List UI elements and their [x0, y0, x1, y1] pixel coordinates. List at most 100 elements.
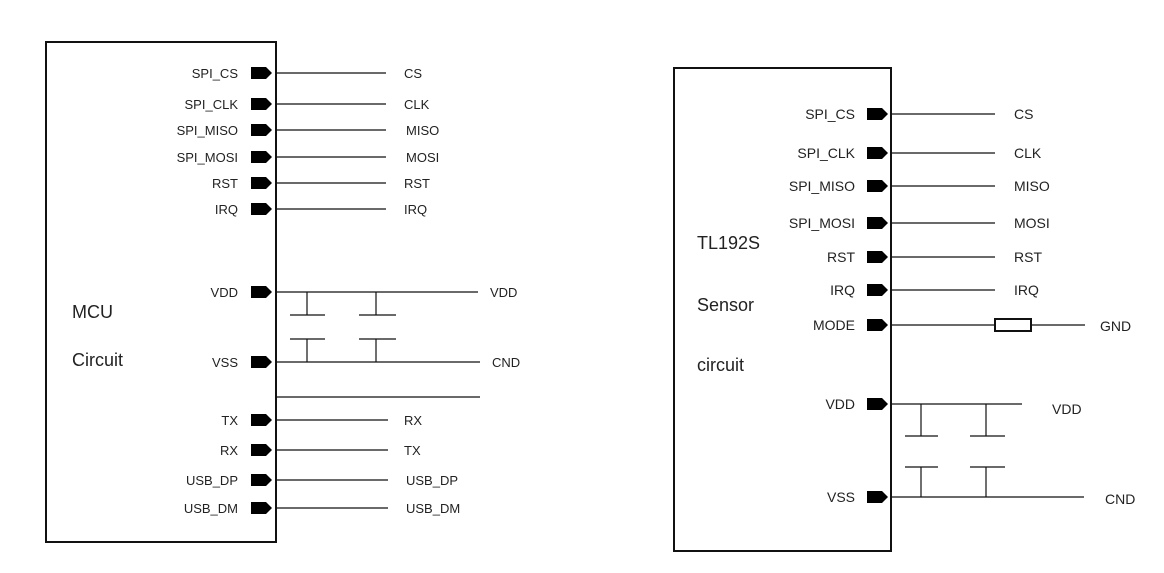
sensor-vss-net: CND [1105, 491, 1135, 507]
pin-spi_cs: SPI_CS CS [192, 66, 423, 81]
pin-arrow-icon [251, 151, 272, 163]
pin-label: SPI_CLK [185, 97, 239, 112]
mcu-box [45, 41, 277, 543]
sensor-subtitle-2: circuit [697, 355, 744, 375]
sensor-vdd-net: VDD [1052, 401, 1082, 417]
capacitor [359, 292, 396, 362]
pin-vdd: VDD [825, 396, 888, 412]
pin-label: VSS [212, 355, 238, 370]
pin-label: RST [827, 249, 855, 265]
net-label: CS [404, 66, 422, 81]
pin-arrow-icon [251, 502, 272, 514]
pin-spi_miso: SPI_MISO MISO [177, 123, 440, 138]
pin-arrow-icon [251, 177, 272, 189]
pin-label: TX [221, 413, 238, 428]
sensor-subtitle: Sensor [697, 295, 754, 315]
pin-arrow-icon [251, 356, 272, 368]
pin-label: IRQ [830, 282, 855, 298]
pin-arrow-icon [867, 284, 888, 296]
pin-usb_dm: USB_DM USB_DM [184, 501, 460, 516]
pin-spi_clk: SPI_CLK CLK [185, 97, 430, 112]
net-label: MOSI [406, 150, 439, 165]
pin-rst: RST RST [827, 249, 1042, 265]
mcu-block: MCU Circuit SPI_CS CS SPI_CLK CLK SPI_MISO MI… [45, 41, 520, 543]
pin-arrow-icon [251, 414, 272, 426]
pin-arrow-icon [251, 286, 272, 298]
pin-label: USB_DM [184, 501, 238, 516]
pin-arrow-icon [251, 203, 272, 215]
pin-usb_dp: USB_DP USB_DP [186, 473, 458, 488]
pin-label: SPI_CS [192, 66, 239, 81]
pin-arrow-icon [867, 180, 888, 192]
sensor-mode-resistor [891, 318, 1085, 332]
net-label: RX [404, 413, 422, 428]
net-label: CS [1014, 106, 1033, 122]
pin-label: VDD [211, 285, 238, 300]
mcu-title: MCU [72, 302, 113, 322]
pin-arrow-icon [251, 444, 272, 456]
pin-label: SPI_MOSI [789, 215, 855, 231]
net-label: MISO [1014, 178, 1050, 194]
pin-rst: RST RST [212, 176, 430, 191]
resistor [994, 318, 1032, 332]
pin-label: VSS [827, 489, 855, 505]
pin-arrow-icon [251, 474, 272, 486]
sensor-title: TL192S [697, 233, 760, 253]
mcu-vss-net: CND [492, 355, 520, 370]
pin-arrow-icon [867, 251, 888, 263]
sensor-box [673, 67, 892, 552]
net-label: IRQ [404, 202, 427, 217]
pin-arrow-icon [867, 147, 888, 159]
pin-label: SPI_MOSI [177, 150, 238, 165]
net-label: CLK [404, 97, 430, 112]
net-label: CLK [1014, 145, 1042, 161]
pin-spi_mosi: SPI_MOSI MOSI [177, 150, 440, 165]
pin-arrow-icon [251, 124, 272, 136]
pin-arrow-icon [251, 98, 272, 110]
capacitor [290, 292, 325, 362]
pin-vss: VSS [827, 489, 888, 505]
net-label: USB_DM [406, 501, 460, 516]
pin-arrow-icon [251, 67, 272, 79]
pin-irq: IRQ IRQ [215, 202, 427, 217]
pin-label: RX [220, 443, 238, 458]
net-label: IRQ [1014, 282, 1039, 298]
pin-tx: TX RX [221, 413, 422, 428]
sensor-mode-net: GND [1100, 318, 1131, 334]
pin-rx: RX TX [220, 443, 421, 458]
pin-label: IRQ [215, 202, 238, 217]
capacitor [970, 404, 1005, 497]
pin-mode: MODE [813, 317, 888, 333]
mcu-decoupling [276, 291, 480, 398]
net-label: RST [404, 176, 430, 191]
net-label: RST [1014, 249, 1042, 265]
mcu-vdd-net: VDD [490, 285, 517, 300]
pin-irq: IRQ IRQ [830, 282, 1039, 298]
pin-arrow-icon [867, 398, 888, 410]
pin-spi_mosi: SPI_MOSI MOSI [789, 215, 1050, 231]
pin-label: USB_DP [186, 473, 238, 488]
capacitor [905, 404, 938, 497]
pin-arrow-icon [867, 108, 888, 120]
pin-arrow-icon [867, 491, 888, 503]
pin-vss: VSS [212, 355, 272, 370]
pin-label: SPI_MISO [177, 123, 238, 138]
net-label: TX [404, 443, 421, 458]
pin-arrow-icon [867, 217, 888, 229]
pin-spi_clk: SPI_CLK CLK [797, 145, 1041, 161]
mcu-subtitle: Circuit [72, 350, 123, 370]
net-label: USB_DP [406, 473, 458, 488]
sensor-decoupling [891, 403, 1084, 498]
pin-label: MODE [813, 317, 855, 333]
pin-label: SPI_CLK [797, 145, 855, 161]
net-label: MOSI [1014, 215, 1050, 231]
pin-label: VDD [825, 396, 855, 412]
pin-label: SPI_MISO [789, 178, 855, 194]
pin-spi_miso: SPI_MISO MISO [789, 178, 1050, 194]
pin-label: RST [212, 176, 238, 191]
pin-vdd: VDD [211, 285, 272, 300]
net-label: MISO [406, 123, 439, 138]
